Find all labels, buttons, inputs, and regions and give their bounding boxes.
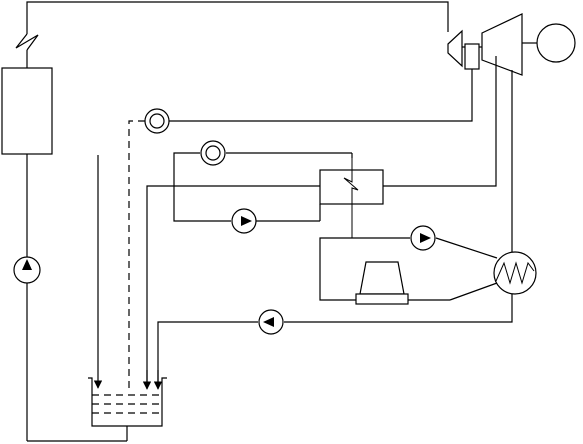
exchanger-return-line <box>146 185 320 388</box>
valve-second-icon <box>200 140 226 166</box>
generator-icon <box>536 23 576 63</box>
turbine-coupling-icon <box>464 43 480 70</box>
boiler-icon <box>1 67 53 155</box>
boiler-feed-line <box>26 154 128 442</box>
condensate-return-line <box>284 294 513 323</box>
cooling-tower-icon <box>359 261 405 295</box>
condenser-loop <box>319 237 498 301</box>
valve-upper-icon <box>144 108 170 134</box>
cooling-tower-base-icon <box>355 293 409 305</box>
pump-condensate-icon <box>258 309 284 335</box>
feed-pump-icon <box>13 256 41 284</box>
main-steam-line <box>15 1 449 68</box>
extraction-lines <box>169 56 513 253</box>
dashed-line <box>128 120 145 388</box>
heat-exchanger-coil-icon <box>343 158 359 238</box>
tank-icon <box>88 377 167 427</box>
turbine-icon <box>447 13 523 76</box>
pump-middle-icon <box>231 208 257 234</box>
condenser-icon <box>493 251 537 295</box>
valve-second-line <box>173 152 231 222</box>
pump-condenser-icon <box>410 225 436 251</box>
